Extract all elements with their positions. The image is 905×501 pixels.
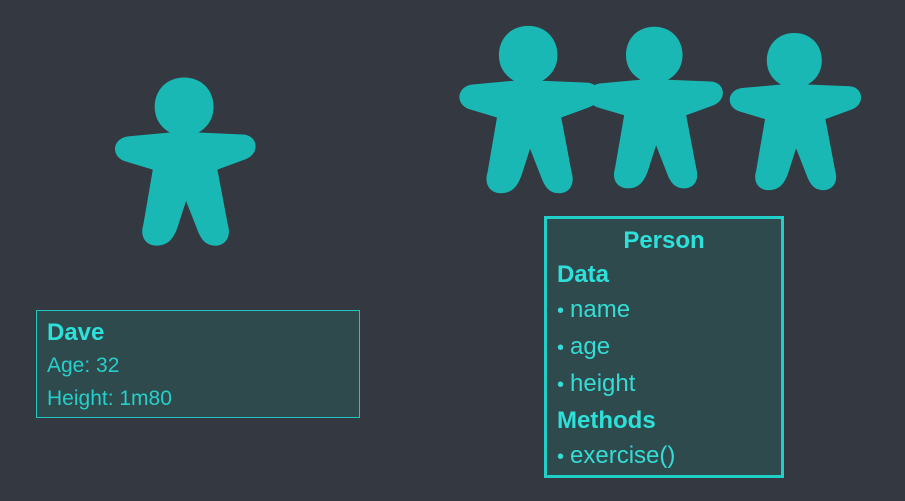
person-class-box: Person Data •name •age •height Methods •… xyxy=(544,216,784,478)
bullet: • xyxy=(557,300,565,322)
dave-object-box: Dave Age: 32 Height: 1m80 xyxy=(36,310,360,418)
method-item: •exercise() xyxy=(557,438,771,475)
bullet: • xyxy=(557,337,565,359)
data-item: •height xyxy=(557,366,771,403)
object-name: Dave xyxy=(47,319,105,346)
person-figure-icon xyxy=(584,24,730,192)
methods-heading: Methods xyxy=(557,407,656,434)
data-heading: Data xyxy=(557,261,610,288)
object-height: Height: 1m80 xyxy=(47,387,172,410)
class-title: Person xyxy=(623,227,705,254)
bullet: • xyxy=(557,374,565,396)
data-item: •age xyxy=(557,329,771,366)
object-age: Age: 32 xyxy=(47,354,120,377)
person-figure-icon xyxy=(111,74,263,250)
data-item: •name xyxy=(557,292,771,329)
data-item-label: name xyxy=(570,296,631,323)
data-item-label: height xyxy=(570,370,636,397)
method-item-label: exercise() xyxy=(570,442,676,469)
data-item-label: age xyxy=(570,333,611,360)
bullet: • xyxy=(557,446,565,468)
person-figure-icon xyxy=(726,30,868,194)
